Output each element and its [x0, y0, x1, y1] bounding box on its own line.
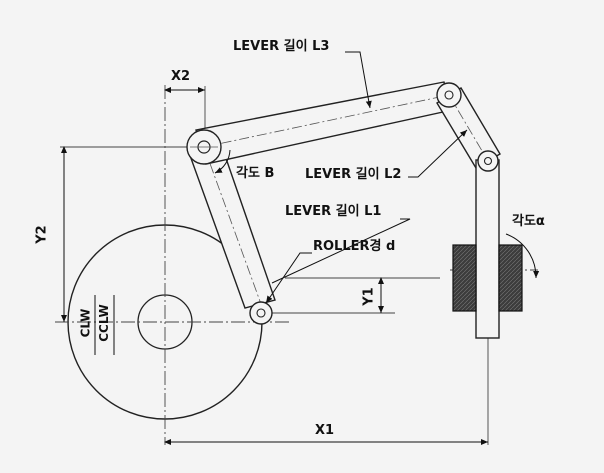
bearing-blocks — [452, 244, 523, 312]
top-joint — [436, 82, 462, 108]
lever-l2-label: LEVER 길이 L2 — [305, 167, 402, 182]
dimension-y1-label: Y1 — [361, 287, 377, 306]
angle-alpha-label: 각도α — [512, 214, 545, 229]
angle-b-arc — [214, 149, 231, 174]
dimension-lines — [61, 87, 488, 445]
cclw-label: CCLW — [96, 304, 111, 342]
dimension-y2-label: Y2 — [34, 225, 50, 244]
vertical-shaft — [475, 159, 500, 339]
lever-l1-label: LEVER 길이 L1 — [285, 204, 382, 219]
lower-joint — [477, 150, 499, 172]
angle-alpha-arc — [505, 233, 540, 279]
lever-arm-l3 — [195, 81, 453, 165]
pivot-joint — [186, 129, 222, 165]
rotation-arrows — [94, 295, 115, 355]
clw-label: CLW — [78, 308, 93, 338]
angle-b-label: 각도 B — [236, 166, 275, 181]
dimension-x1-label: X1 — [315, 423, 335, 438]
dimension-x2-label: X2 — [171, 69, 191, 84]
lever-l3-label: LEVER 길이 L3 — [233, 39, 330, 54]
roller — [249, 301, 273, 325]
leader-lines — [265, 51, 468, 304]
roller-diameter-label: ROLLER경 d — [313, 239, 396, 254]
